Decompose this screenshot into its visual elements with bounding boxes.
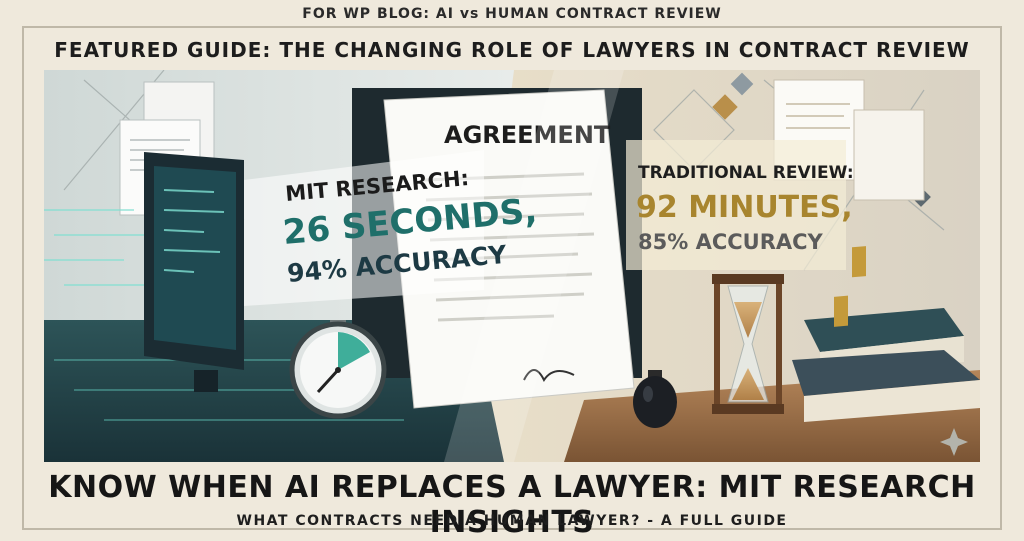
hero-illustration: AGREEMENT MIT RESEARCH: 26 SECONDS, 94% … xyxy=(44,70,980,462)
sparkle-icon xyxy=(940,428,968,456)
hourglass-icon xyxy=(712,274,784,414)
human-panel-line3: 85% ACCURACY xyxy=(638,230,824,254)
speed-streaks xyxy=(44,209,164,286)
document-title: AGREEMENT xyxy=(444,121,611,149)
computer-monitor-icon xyxy=(144,152,244,392)
decorative-frame xyxy=(22,26,1002,530)
sub-title: WHAT CONTRACTS NEED A HUMAN LAWYER? - A … xyxy=(236,513,788,529)
signature-mark xyxy=(523,369,575,382)
main-title: KNOW WHEN AI REPLACES A LAWYER: MIT RESE… xyxy=(48,470,976,540)
top-tag: FOR WP BLOG: AI vs HUMAN CONTRACT REVIEW xyxy=(302,6,722,22)
human-stats-panel: TRADITIONAL REVIEW: 92 MINUTES, 85% ACCU… xyxy=(626,140,854,270)
light-beam xyxy=(444,70,624,462)
human-panel-line2: 92 MINUTES, xyxy=(636,190,853,225)
inkwell-icon xyxy=(633,370,677,428)
ai-stats-panel: MIT RESEARCH: 26 SECONDS, 94% ACCURACY xyxy=(244,150,539,306)
stopwatch-icon xyxy=(289,320,387,419)
featured-heading: FEATURED GUIDE: THE CHANGING ROLE OF LAW… xyxy=(54,38,970,62)
human-panel-line1: TRADITIONAL REVIEW: xyxy=(638,163,854,183)
books-icon xyxy=(792,246,980,422)
